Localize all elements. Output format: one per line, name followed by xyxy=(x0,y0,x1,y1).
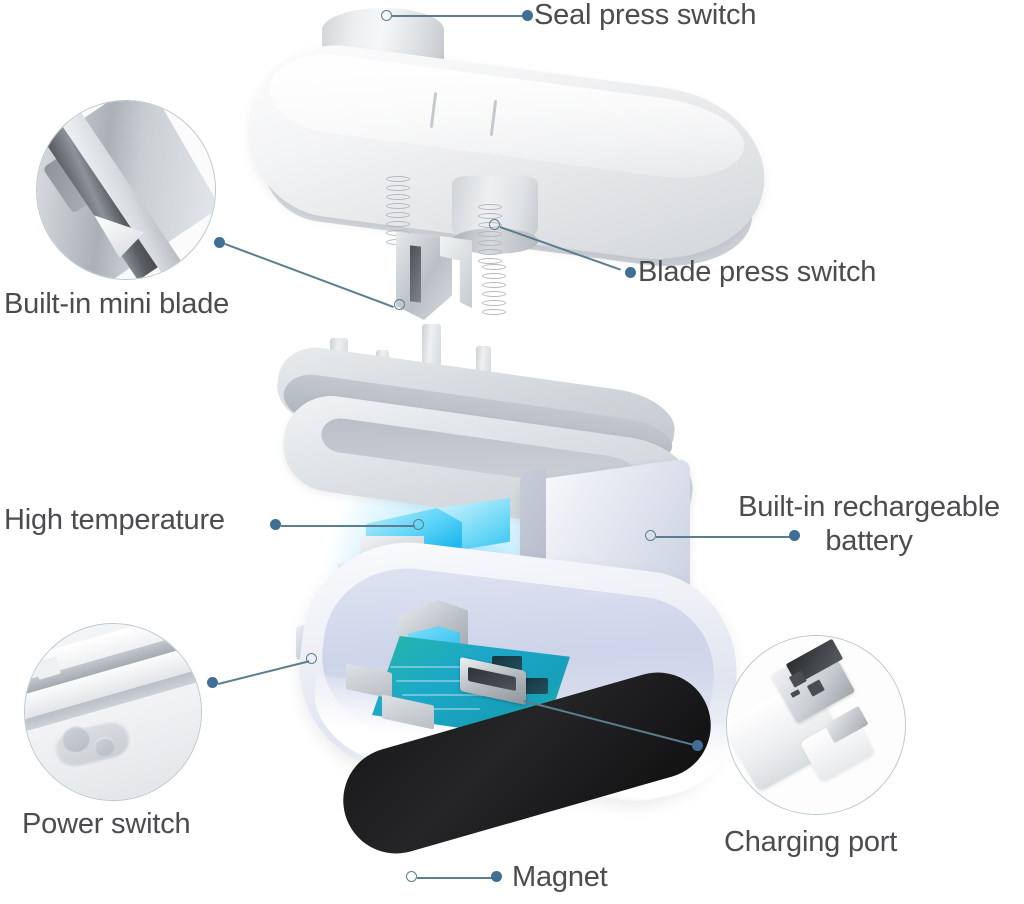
blade-detail-inset xyxy=(36,100,216,280)
anchor-seal-press-switch xyxy=(381,10,392,21)
anchor-built-in-mini-blade xyxy=(394,299,405,310)
dot-battery xyxy=(789,530,800,541)
label-battery-line1: Built-in rechargeable xyxy=(738,491,1000,523)
label-magnet: Magnet xyxy=(512,861,608,893)
dot-seal-press-switch xyxy=(522,10,533,21)
spring-mid xyxy=(478,204,502,268)
dot-high-temperature xyxy=(270,519,281,530)
leader-magnet xyxy=(417,877,492,879)
blade-detail-art xyxy=(37,101,215,279)
dot-built-in-mini-blade xyxy=(214,237,225,248)
leader-seal-press-switch xyxy=(392,15,523,17)
power-switch-detail-art xyxy=(25,624,201,800)
label-built-in-mini-blade: Built-in mini blade xyxy=(4,288,230,320)
anchor-battery xyxy=(645,530,656,541)
leader-built-in-mini-blade xyxy=(224,243,394,308)
leader-high-temperature xyxy=(281,525,415,527)
spring-blade xyxy=(482,264,506,322)
anchor-blade-press-switch xyxy=(489,219,500,230)
leader-battery xyxy=(656,536,790,538)
mini-blade-edge xyxy=(410,245,421,303)
dot-charging-port xyxy=(692,740,703,751)
anchor-power-switch xyxy=(306,653,317,664)
label-blade-press-switch: Blade press switch xyxy=(638,256,877,288)
leader-power-switch xyxy=(217,660,310,685)
dot-power-switch xyxy=(207,677,218,688)
charging-port-detail-art xyxy=(727,636,905,814)
charging-port-detail-inset xyxy=(726,635,906,815)
dot-blade-press-switch xyxy=(625,267,636,278)
dot-magnet xyxy=(491,871,502,882)
anchor-high-temperature xyxy=(413,519,424,530)
anchor-magnet xyxy=(406,871,417,882)
label-battery-line2: battery xyxy=(825,525,913,557)
label-power-switch: Power switch xyxy=(22,808,191,840)
power-switch-detail-inset xyxy=(24,623,202,801)
label-charging-port: Charging port xyxy=(724,826,898,858)
label-seal-press-switch: Seal press switch xyxy=(534,0,757,31)
label-high-temperature: High temperature xyxy=(4,504,225,536)
